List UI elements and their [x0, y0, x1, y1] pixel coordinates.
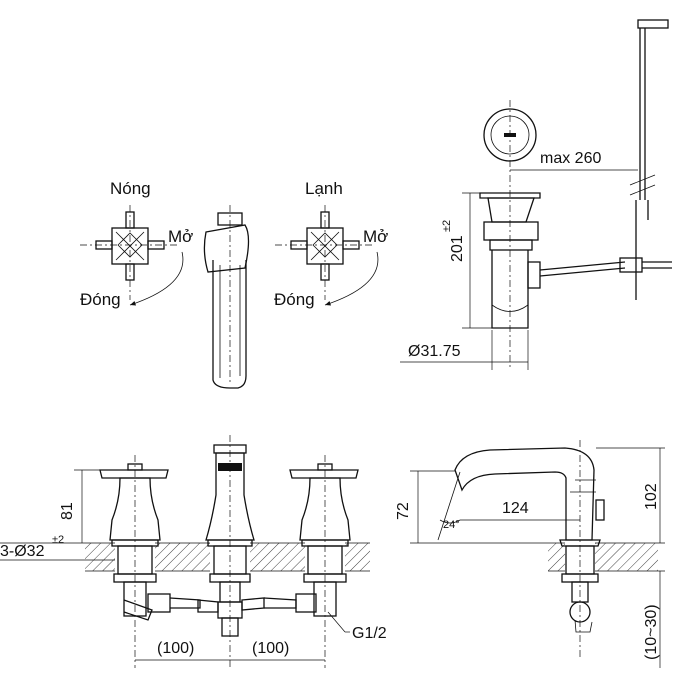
dim-max260: max 260 [540, 150, 601, 167]
hot-label: Nóng [110, 179, 151, 198]
dim-thread: G1/2 [352, 625, 387, 642]
dim-72: 72 [395, 502, 412, 520]
cold-valve-elevation [263, 463, 359, 617]
hot-handle-plan [80, 205, 184, 306]
dim-hole-tol: ±2 [52, 534, 64, 546]
dim-201-tol: ±2 [441, 220, 453, 232]
dim-124: 124 [502, 500, 529, 517]
spout-elevation [197, 444, 265, 637]
spout-side-elevation [454, 447, 605, 633]
dim-102: 102 [643, 483, 660, 510]
cold-handle-plan [275, 205, 379, 306]
dim-81: 81 [59, 502, 76, 520]
open-cold-label: Mở [363, 227, 388, 246]
dim-deck: (10~30) [643, 604, 660, 660]
dim-201: 201 [449, 235, 466, 262]
open-hot-label: Mở [168, 227, 193, 246]
dim-dia3175: Ø31.75 [408, 343, 461, 360]
dim-spacing-right: (100) [252, 640, 289, 657]
hot-valve-elevation [99, 463, 201, 621]
dim-hole-dia: 3-Ø32 [0, 543, 45, 560]
dim-24: 24° [443, 519, 460, 531]
popup-drain [479, 19, 672, 370]
spout-plan [203, 205, 250, 389]
deck-hatch-right [548, 543, 658, 571]
close-cold-label: Đóng [274, 290, 315, 309]
close-hot-label: Đóng [80, 290, 121, 309]
dim-spacing-left: (100) [157, 640, 194, 657]
cold-label: Lạnh [305, 179, 343, 198]
